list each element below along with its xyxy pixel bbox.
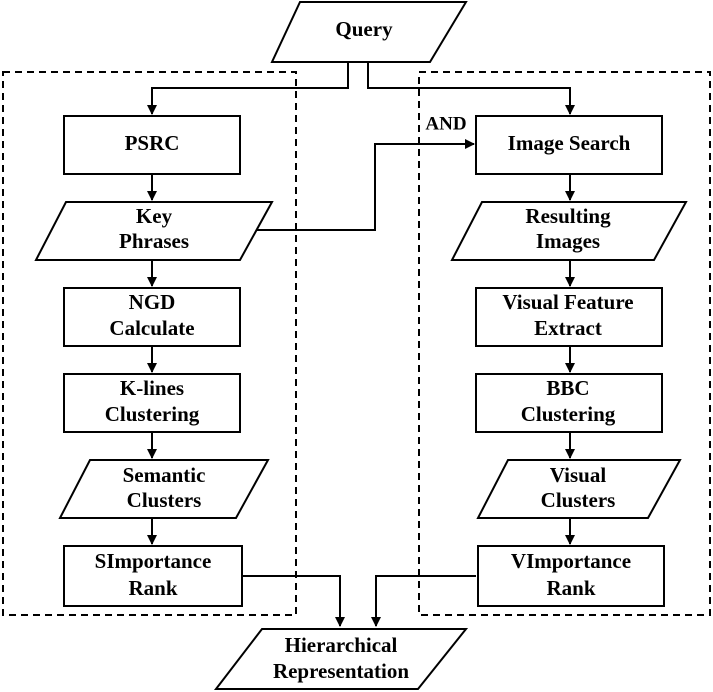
simportance-line-1: SImportance bbox=[95, 549, 212, 573]
edge-key-phrases-to-image-search bbox=[240, 139, 475, 231]
edge-vimportance-to-hierarchical bbox=[371, 575, 476, 627]
visual-clusters-parallelogram bbox=[476, 459, 682, 519]
ngd-box bbox=[63, 287, 241, 347]
psrc-box bbox=[63, 115, 241, 175]
semantic-clusters-parallelogram bbox=[58, 459, 270, 519]
bbc-box bbox=[475, 373, 663, 433]
psrc-label: PSRC bbox=[125, 131, 180, 155]
resulting-images-line-1: Resulting bbox=[525, 204, 611, 228]
bbc-line-1: BBC bbox=[546, 376, 589, 400]
key-phrases-line-2: Phrases bbox=[119, 229, 189, 253]
node-image-search: Image Search bbox=[475, 115, 663, 175]
simportance-line-2: Rank bbox=[128, 576, 177, 600]
ngd-line-1: NGD bbox=[129, 290, 176, 314]
klines-line-1: K-lines bbox=[120, 376, 184, 400]
semantic-branch-container bbox=[2, 71, 297, 616]
semantic-clusters-line-2: Clusters bbox=[127, 488, 202, 512]
visual-feature-box bbox=[475, 287, 663, 347]
query-parallelogram bbox=[270, 0, 468, 63]
node-query: Query bbox=[270, 0, 468, 63]
image-search-box bbox=[475, 115, 663, 175]
simportance-box bbox=[63, 545, 243, 607]
hierarchical-line-2: Representation bbox=[273, 659, 409, 683]
query-label: Query bbox=[335, 17, 393, 41]
key-phrases-line-1: Key bbox=[136, 204, 173, 228]
key-phrases-parallelogram bbox=[34, 201, 274, 261]
edge-query-to-image-search bbox=[367, 62, 575, 115]
visual-feature-line-2: Extract bbox=[534, 316, 602, 340]
edge-query-to-psrc bbox=[147, 62, 349, 115]
bbc-line-2: Clustering bbox=[521, 402, 616, 426]
visual-feature-line-1: Visual Feature bbox=[502, 290, 633, 314]
ngd-line-2: Calculate bbox=[109, 316, 194, 340]
visual-clusters-line-2: Clusters bbox=[541, 488, 616, 512]
edge-simportance-to-hierarchical bbox=[242, 575, 345, 627]
visual-clusters-line-1: Visual bbox=[550, 463, 607, 487]
vimportance-box bbox=[477, 545, 665, 607]
vimportance-line-1: VImportance bbox=[511, 549, 631, 573]
visual-branch-container bbox=[418, 71, 711, 616]
query-line-1: Query bbox=[335, 17, 393, 41]
semantic-clusters-line-1: Semantic bbox=[123, 463, 206, 487]
resulting-images-parallelogram bbox=[450, 201, 688, 261]
hierarchical-parallelogram bbox=[213, 628, 469, 690]
image-search-label: Image Search bbox=[508, 131, 631, 155]
hierarchical-line-1: Hierarchical bbox=[285, 633, 398, 657]
edge-label-and: AND bbox=[425, 113, 466, 134]
psrc-line-1: PSRC bbox=[125, 131, 180, 155]
klines-line-2: Clustering bbox=[105, 402, 200, 426]
node-psrc: PSRC bbox=[63, 115, 241, 175]
image-search-line-1: Image Search bbox=[508, 131, 631, 155]
resulting-images-line-2: Images bbox=[536, 229, 600, 253]
klines-box bbox=[63, 373, 241, 433]
vimportance-line-2: Rank bbox=[546, 576, 595, 600]
connectors bbox=[147, 62, 575, 627]
